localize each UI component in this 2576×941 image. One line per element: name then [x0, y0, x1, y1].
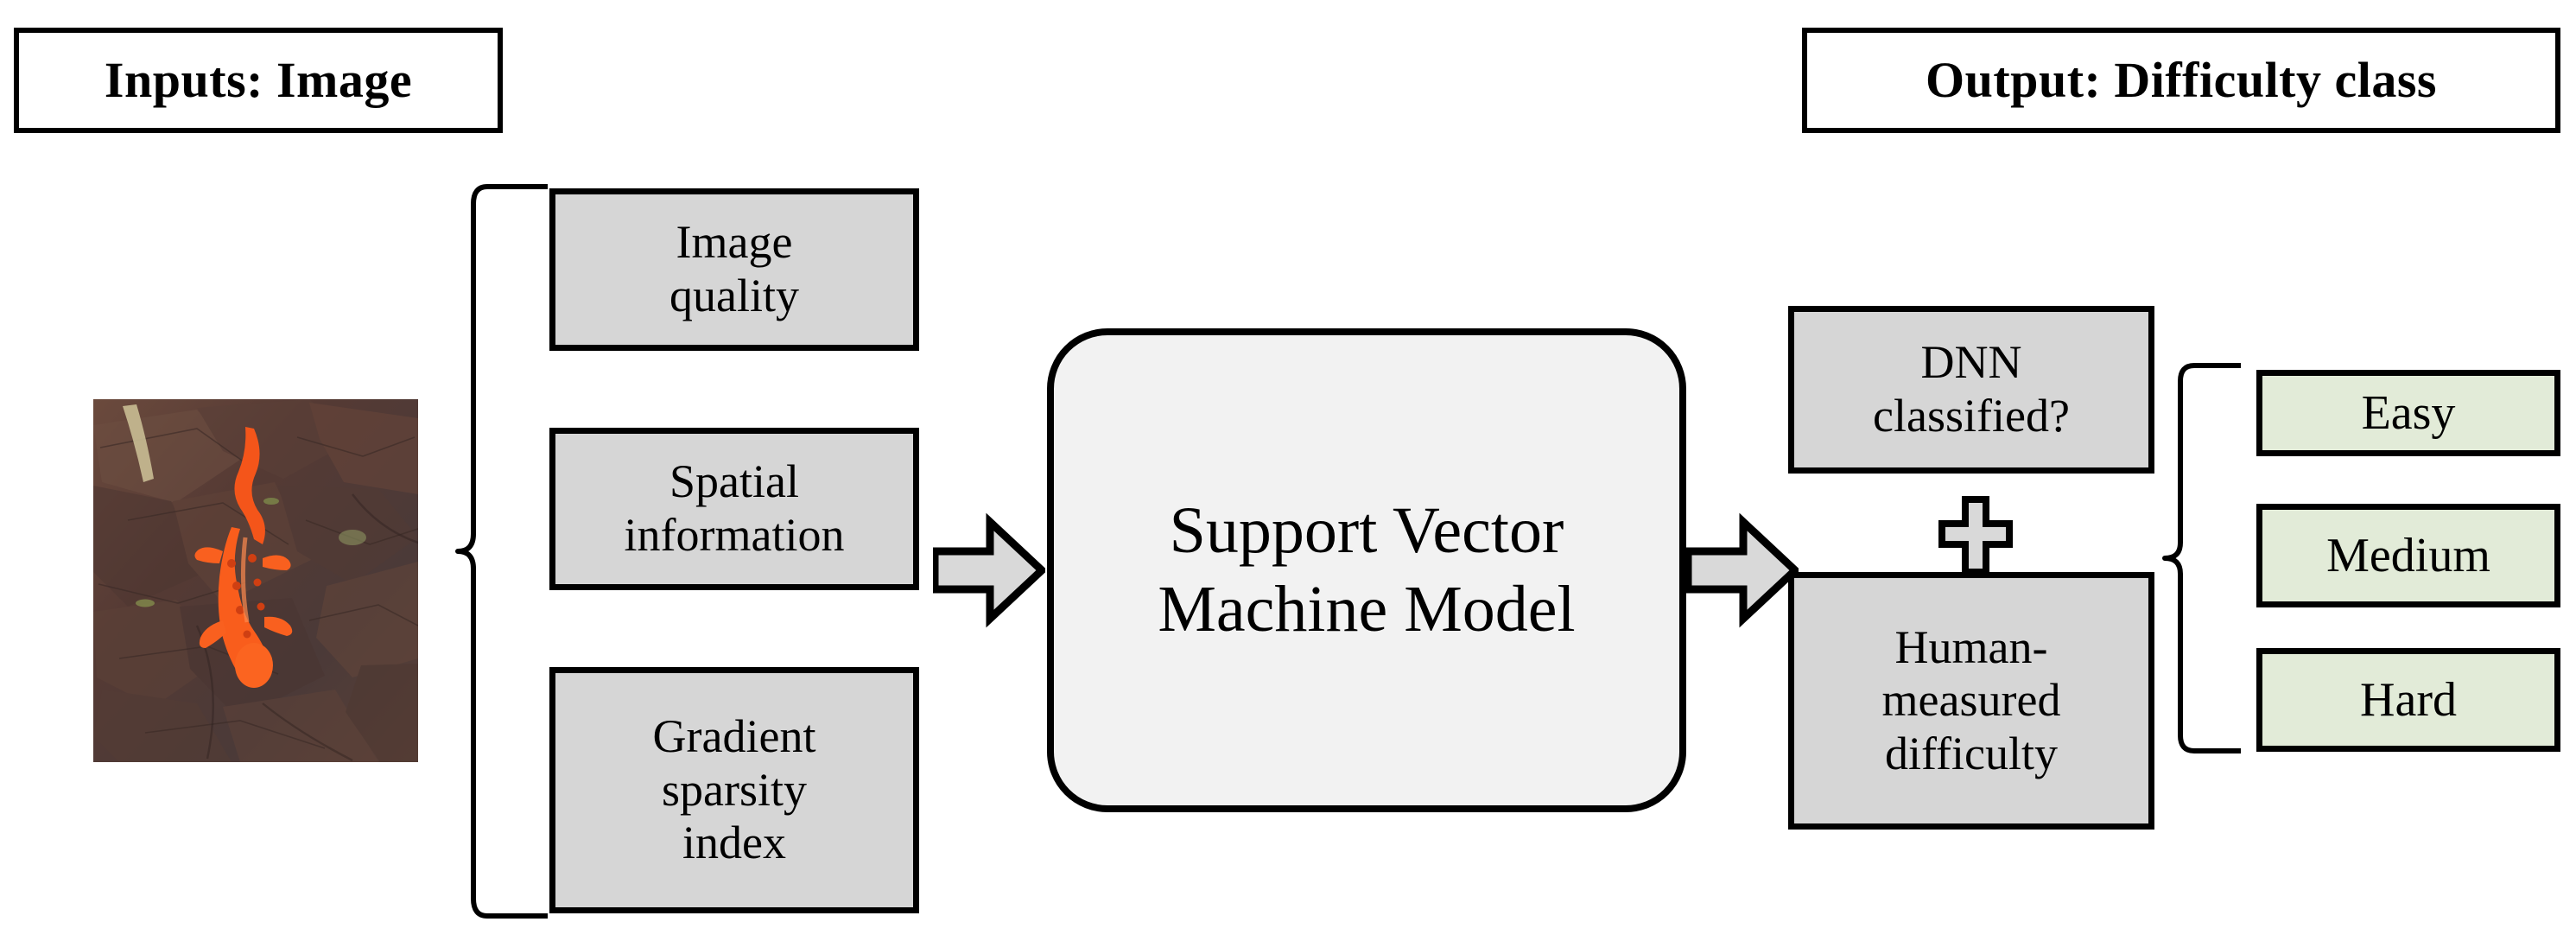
feature-label-line: information: [624, 509, 845, 561]
output-stage-label-line: classified?: [1873, 390, 2070, 442]
feature-label-line: Image: [676, 216, 793, 269]
output-stage-label-line: Human-: [1894, 620, 2048, 673]
output-stage-label-line: measured: [1881, 674, 2061, 727]
plus-combiner: [1938, 496, 2013, 575]
feature-label-line: index: [682, 817, 786, 869]
plus-icon: [1938, 496, 2013, 575]
difficulty-class-label: Hard: [2360, 673, 2457, 727]
difficulty-class-label: Medium: [2326, 529, 2490, 582]
difficulty-class-hard: Hard: [2256, 648, 2560, 752]
output-header-label: Output: Difficulty class: [1926, 51, 2437, 108]
block-arrow-right-icon: [933, 512, 1045, 628]
input-photo-thumbnail: [93, 399, 418, 762]
feature-label-line: Gradient: [652, 710, 816, 763]
curly-brace-left-icon: [455, 184, 548, 919]
feature-label-line: quality: [669, 270, 799, 321]
output-stage-label-line: difficulty: [1885, 727, 2058, 779]
output-stage-dnn-classified: DNN classified?: [1788, 306, 2154, 474]
output-stage-human-measured-difficulty: Human- measured difficulty: [1788, 572, 2154, 830]
difficulty-class-label: Easy: [2361, 386, 2456, 440]
feature-box-spatial-information: Spatial information: [549, 428, 919, 590]
curly-brace-left-icon: [2162, 363, 2241, 753]
feature-box-gradient-sparsity-index: Gradient sparsity index: [549, 667, 919, 913]
outputs-brace: [2161, 361, 2241, 755]
feature-label-line: sparsity: [662, 763, 807, 816]
arrow-model-to-outputs: [1686, 510, 1799, 631]
inputs-header-label: Inputs: Image: [104, 51, 413, 108]
model-label-line: Machine Model: [1158, 573, 1576, 645]
output-header-box: Output: Difficulty class: [1802, 28, 2560, 133]
arrow-features-to-model: [933, 510, 1045, 631]
newt-photo-icon: [93, 399, 418, 762]
inputs-header-box: Inputs: Image: [14, 28, 503, 133]
feature-label-line: Spatial: [669, 455, 799, 508]
feature-box-image-quality: Image quality: [549, 188, 919, 351]
block-arrow-right-icon: [1686, 512, 1799, 628]
difficulty-class-medium: Medium: [2256, 504, 2560, 607]
inputs-brace: [453, 181, 548, 921]
difficulty-class-easy: Easy: [2256, 370, 2560, 456]
model-label-line: Support Vector: [1169, 493, 1564, 567]
support-vector-machine-model-box: Support Vector Machine Model: [1047, 328, 1686, 812]
output-stage-label-line: DNN: [1920, 336, 2022, 389]
